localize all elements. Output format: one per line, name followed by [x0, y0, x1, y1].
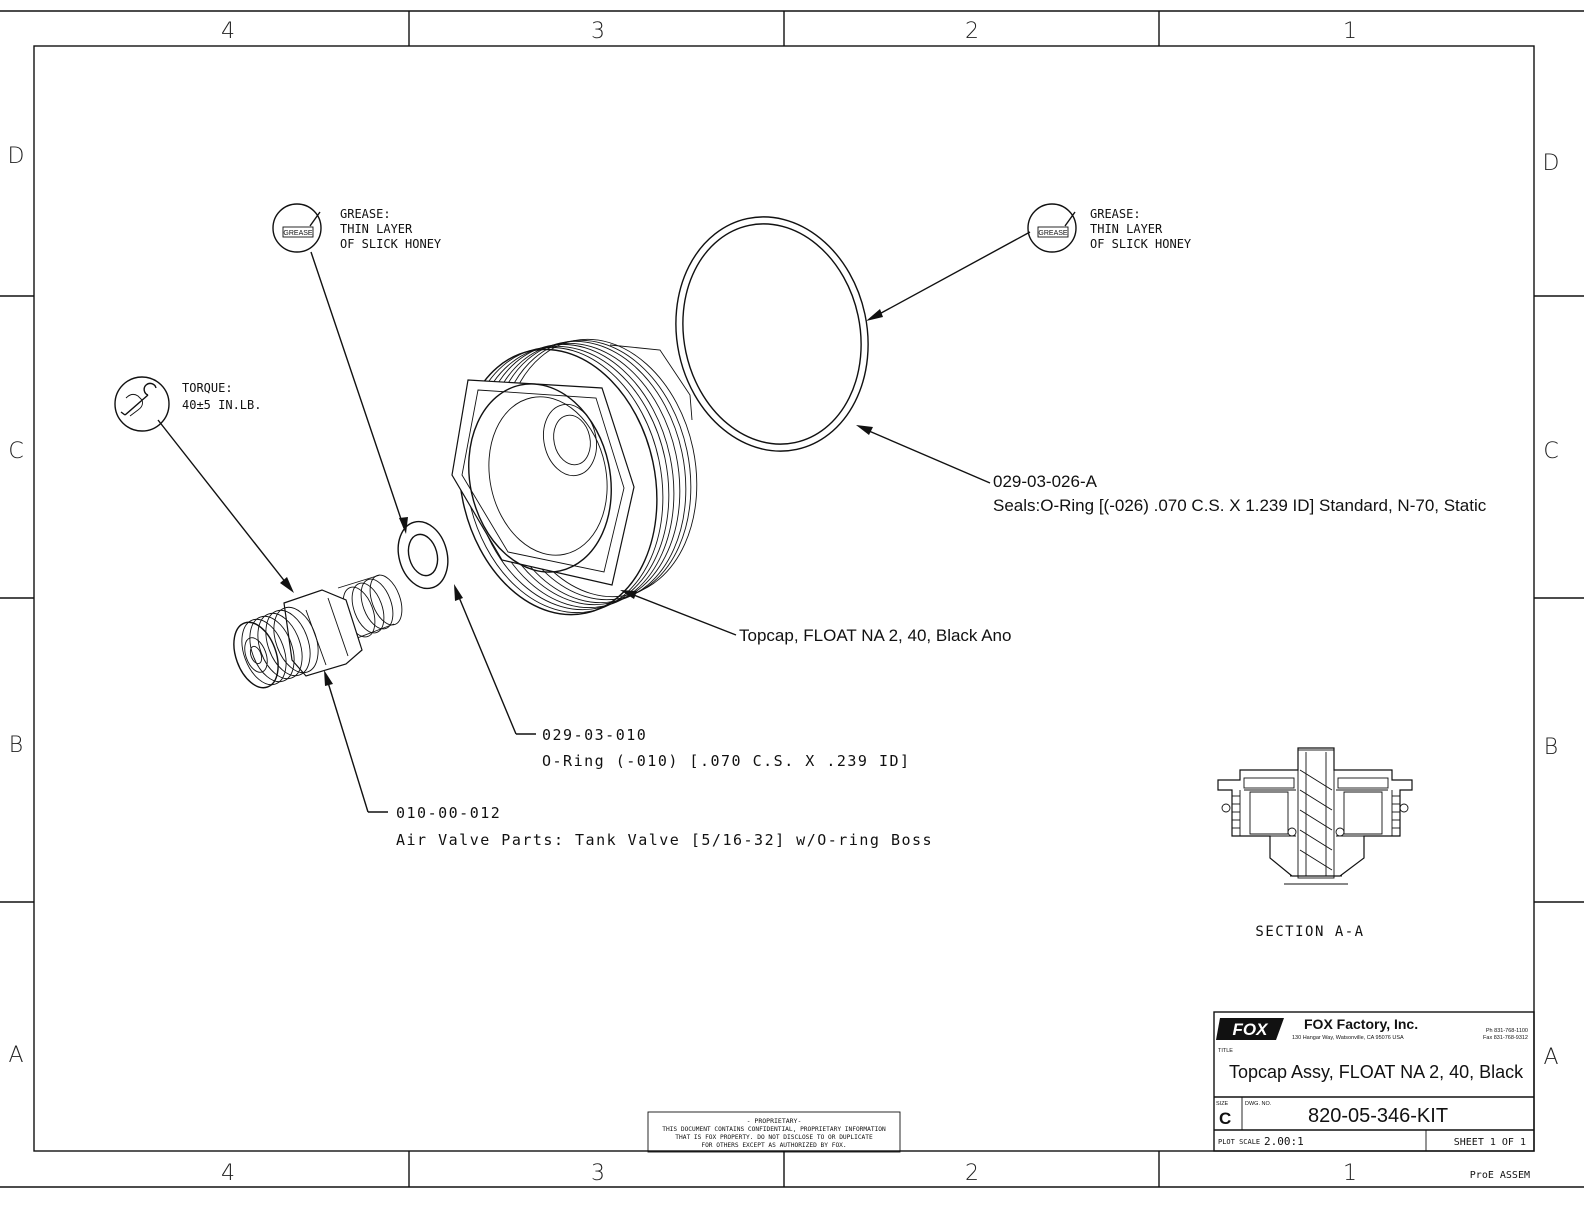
company-fax: Fax 831-768-9312 [1483, 1035, 1528, 1041]
zone-col-1-top: 1 [1343, 19, 1357, 44]
plot-scale-label: PLOT SCALE [1218, 1138, 1260, 1146]
oring-large-description: Seals:O-Ring [(-026) .070 C.S. X 1.239 I… [993, 496, 1487, 515]
title-label: TITLE [1218, 1048, 1233, 1054]
oring-small-number: 029-03-010 [542, 726, 647, 744]
leader-lines [157, 231, 1031, 813]
zone-row-a-right: A [1543, 1045, 1558, 1070]
part-labels: 029-03-026-A Seals:O-Ring [(-026) .070 C… [396, 472, 1487, 849]
grease-right-line1: GREASE: [1090, 207, 1141, 221]
size-value: C [1219, 1109, 1231, 1128]
company-phone: Ph 831-768-1100 [1486, 1028, 1528, 1034]
size-label: SIZE [1216, 1101, 1229, 1107]
grease-icon: GREASE [283, 230, 313, 237]
grease-badge-right [1027, 203, 1077, 253]
grease-left-line1: GREASE: [340, 207, 391, 221]
grease-callout-right: GREASE GREASE: THIN LAYER OF SLICK HONEY [1027, 203, 1192, 253]
title-block: FOX FOX Factory, Inc. 130 Hangar Way, Wa… [1213, 1011, 1535, 1181]
proprietary-notice: - PROPRIETARY- THIS DOCUMENT CONTAINS CO… [647, 1111, 901, 1153]
proprietary-heading: - PROPRIETARY- [747, 1117, 802, 1125]
grease-right-line2: THIN LAYER [1090, 222, 1163, 236]
small-oring-part [397, 520, 449, 590]
proprietary-line-3: FOR OTHERS EXCEPT AS AUTHORIZED BY FOX. [701, 1142, 846, 1149]
oring-small-description: O-Ring (-010) [.070 C.S. X .239 ID] [542, 752, 911, 770]
topcap-description: Topcap, FLOAT NA 2, 40, Black Ano [739, 626, 1011, 645]
zone-row-d-left: D [8, 144, 25, 169]
zone-row-c-left: C [8, 439, 23, 464]
plot-scale-value: 2.00:1 [1264, 1135, 1304, 1148]
grease-left-line2: THIN LAYER [340, 222, 413, 236]
zone-row-b-right: B [1544, 735, 1558, 760]
company-name: FOX Factory, Inc. [1304, 1016, 1418, 1032]
oring-large-number: 029-03-026-A [993, 472, 1098, 491]
air-valve-number: 010-00-012 [396, 804, 501, 822]
company-address: 130 Hangar Way, Watsonville, CA 95076 US… [1292, 1035, 1404, 1041]
grease-icon: GREASE [1038, 230, 1068, 237]
proe-assem-label: ProE ASSEM [1470, 1170, 1530, 1181]
fox-logo: FOX [1216, 1018, 1284, 1040]
zone-col-3-bottom: 3 [591, 1161, 605, 1186]
zone-row-c-right: C [1543, 439, 1558, 464]
sheet-number: SHEET 1 OF 1 [1454, 1137, 1526, 1148]
zone-labels: 4 3 2 1 4 3 2 1 D C B A D C B A [8, 19, 1560, 1186]
topcap-part [451, 338, 698, 616]
torque-callout: TORQUE: 40±5 IN.LB. [114, 376, 261, 432]
zone-row-d-right: D [1543, 151, 1560, 176]
fox-logo-text: FOX [1233, 1020, 1270, 1039]
sheet-frame [0, 10, 1584, 1188]
wrench-icon [120, 382, 157, 417]
proprietary-line-1: THIS DOCUMENT CONTAINS CONFIDENTIAL, PRO… [662, 1126, 886, 1133]
zone-row-b-left: B [9, 733, 23, 758]
section-view-a-a: SECTION A-A [1217, 747, 1413, 940]
section-label: SECTION A-A [1255, 924, 1364, 940]
zone-col-3-top: 3 [591, 19, 605, 44]
zone-col-4-top: 4 [221, 19, 235, 44]
drawing-title: Topcap Assy, FLOAT NA 2, 40, Black [1229, 1062, 1524, 1082]
air-valve-part [233, 574, 403, 689]
zone-col-4-bottom: 4 [221, 1161, 235, 1186]
air-valve-description: Air Valve Parts: Tank Valve [5/16-32] w/… [396, 831, 933, 849]
grease-right-line3: OF SLICK HONEY [1090, 237, 1192, 251]
zone-col-2-top: 2 [965, 19, 979, 44]
grease-callout-left: GREASE GREASE: THIN LAYER OF SLICK HONEY [272, 203, 442, 253]
grease-left-line3: OF SLICK HONEY [340, 237, 442, 251]
torque-line1: TORQUE: [182, 381, 233, 395]
grease-badge-left [272, 203, 322, 253]
zone-row-a-left: A [8, 1043, 23, 1068]
drawing-number: 820-05-346-KIT [1308, 1105, 1448, 1127]
dwg-no-label: DWG. NO. [1245, 1101, 1272, 1107]
torque-badge [114, 376, 170, 432]
proprietary-line-2: THAT IS FOX PROPERTY. DO NOT DISCLOSE TO… [675, 1134, 873, 1141]
large-oring-part [675, 216, 869, 452]
zone-col-2-bottom: 2 [965, 1161, 979, 1186]
torque-line2: 40±5 IN.LB. [182, 398, 261, 412]
zone-col-1-bottom: 1 [1343, 1161, 1357, 1186]
